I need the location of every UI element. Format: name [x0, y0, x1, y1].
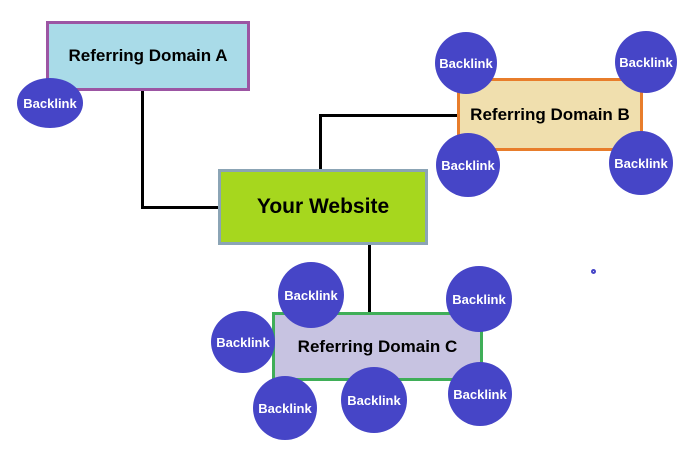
backlink-bubble-label: Backlink — [216, 334, 270, 350]
node-referring-domain-a-label: Referring Domain A — [68, 46, 228, 65]
node-referring-domain-b: Referring Domain B — [457, 78, 643, 151]
node-referring-domain-b-label: Referring Domain B — [470, 104, 630, 124]
stray-dot — [591, 269, 596, 274]
backlink-bubble-c-bottom-middle: Backlink — [341, 367, 407, 433]
node-your-website-label: Your Website — [256, 195, 390, 218]
backlink-bubble-label: Backlink — [23, 95, 77, 111]
connector-domain-c-vertical — [368, 245, 371, 312]
backlink-bubble-b-bottom-left: Backlink — [436, 133, 500, 197]
connector-domain-b-horizontal — [320, 114, 457, 117]
connector-domain-a-vertical — [141, 91, 144, 209]
backlink-bubble-a1: Backlink — [17, 78, 83, 128]
backlink-bubble-label: Backlink — [614, 155, 668, 171]
backlink-bubble-label: Backlink — [453, 386, 507, 402]
backlink-bubble-c-top: Backlink — [278, 262, 344, 328]
backlink-bubble-label: Backlink — [439, 55, 493, 71]
backlink-bubble-label: Backlink — [347, 392, 401, 408]
backlink-bubble-b-top-right: Backlink — [615, 31, 677, 93]
backlink-bubble-label: Backlink — [452, 291, 506, 307]
node-your-website: Your Website — [218, 169, 428, 245]
connector-domain-b-vertical — [319, 114, 322, 169]
backlink-bubble-c-top-right: Backlink — [446, 266, 512, 332]
backlink-bubble-c-left: Backlink — [211, 311, 275, 373]
backlink-bubble-label: Backlink — [441, 157, 495, 173]
backlink-bubble-label: Backlink — [258, 400, 312, 416]
backlink-bubble-b-top-left: Backlink — [435, 32, 497, 94]
backlink-bubble-c-bottom-right: Backlink — [448, 362, 512, 426]
backlink-bubble-label: Backlink — [284, 287, 338, 303]
backlink-bubble-b-bottom-right: Backlink — [609, 131, 673, 195]
connector-domain-a-horizontal — [141, 206, 218, 209]
backlink-bubble-c-bottom-left: Backlink — [253, 376, 317, 440]
backlink-bubble-label: Backlink — [619, 54, 673, 70]
node-referring-domain-a: Referring Domain A — [46, 21, 250, 91]
node-referring-domain-c-label: Referring Domain C — [297, 336, 458, 356]
